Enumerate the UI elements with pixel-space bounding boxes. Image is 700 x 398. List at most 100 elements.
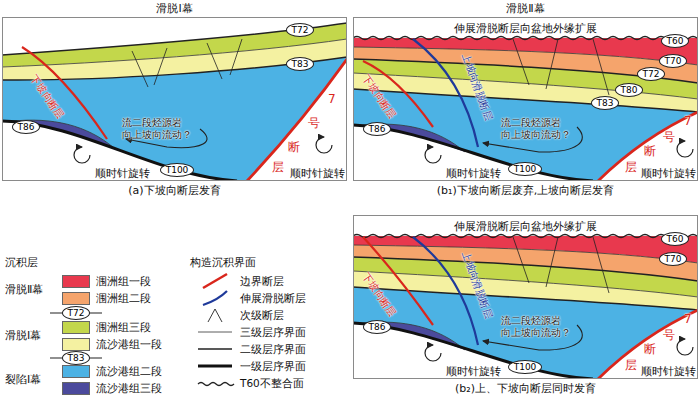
annotation: 号 (308, 116, 320, 130)
annotation: 断 (288, 140, 300, 154)
annotation: 顺时针旋转 (446, 167, 501, 180)
horizon-name: T72 (68, 308, 85, 318)
art-shape (208, 309, 222, 322)
horizon-tag: T60 (661, 34, 690, 48)
annotation: 7 (684, 312, 692, 326)
annotation: 7 (684, 114, 692, 128)
art-shape (198, 365, 232, 368)
horizon-tag: T86 (12, 120, 41, 134)
horizon-tag: T80 (615, 83, 644, 97)
legend-text: 涠洲组一段 (96, 275, 151, 288)
horizon-name: T60 (667, 234, 684, 244)
annotation: 顺时针旋转 (290, 167, 345, 180)
horizon-tag: T72 (637, 67, 666, 81)
annotation: 层 (272, 160, 284, 174)
legend-text: 涠洲组二段 (96, 292, 151, 305)
horizon-tag: T86 (363, 320, 392, 334)
panel-title: 滑脱Ⅰ幕 (3, 2, 346, 15)
horizon-tag: T60 (661, 232, 690, 246)
legend-swatch (62, 365, 90, 378)
horizon-name: T86 (369, 322, 386, 332)
section-b2 (353, 235, 698, 380)
art-shape (203, 291, 227, 305)
panel-caption: (b₁)下坡向断层废弃,上坡向断层发育 (354, 184, 697, 197)
legend-text: 一级层序界面 (240, 360, 306, 373)
legend-symbols (50, 274, 234, 386)
annotation: 7 (328, 92, 336, 106)
horizon-tag: T100 (160, 163, 195, 177)
section-a (2, 23, 347, 181)
annotation: 构造沉积界面 (190, 256, 256, 269)
horizon-name: T70 (665, 56, 682, 66)
panel-title: 滑脱Ⅱ幕 (354, 2, 697, 15)
legend-swatch (62, 321, 90, 334)
art-shape (198, 383, 234, 386)
art-shape (203, 274, 227, 288)
art-shape (247, 59, 347, 181)
art-shape (2, 23, 347, 55)
art-shape (198, 332, 232, 333)
legend-swatch (62, 292, 90, 305)
annotation: 滑脱Ⅰ幕 (5, 329, 41, 342)
annotation: 伸展滑脱断层向盆地外缘扩展 (454, 220, 597, 233)
annotation: 层 (625, 358, 637, 372)
annotation: 号 (663, 130, 675, 144)
horizon-name: T86 (369, 124, 386, 134)
legend-text: 边界断层 (240, 275, 284, 288)
legend-swatch (62, 275, 90, 288)
annotation: 流二段烃源岩 向上坡向流动？ (501, 315, 573, 339)
horizon-name: T100 (514, 362, 537, 372)
annotation: 断 (644, 144, 656, 158)
annotation: 层 (625, 160, 637, 174)
legend-text: 流沙港组一段 (96, 338, 162, 351)
horizon-name: T80 (621, 85, 638, 95)
horizon-name: T100 (514, 164, 537, 174)
legend-text: 伸展滑脱断层 (240, 292, 306, 305)
annotation: 流二段烃源岩 向上坡向流动？ (122, 117, 194, 141)
horizon-name: T60 (667, 36, 684, 46)
art-shape (2, 57, 347, 181)
annotation: 断 (644, 342, 656, 356)
annotation: 滑脱Ⅱ幕 (5, 283, 43, 296)
art-shape (316, 137, 332, 153)
art-shape (74, 147, 90, 163)
legend-text: 次级断层 (240, 309, 284, 322)
annotation: 顺时针旋转 (446, 365, 501, 378)
horizon-name: T72 (643, 69, 660, 79)
panel-caption: (b₂)上、下坡向断层同时发育 (354, 382, 697, 395)
horizon-tag: T70 (659, 252, 688, 266)
horizon-tag: T72 (286, 23, 315, 37)
horizon-tag: T70 (659, 54, 688, 68)
horizon-tag: T86 (363, 122, 392, 136)
horizon-tag: T83 (62, 351, 91, 365)
art-shape (2, 57, 347, 80)
legend-text: 涠洲组三段 (96, 321, 151, 334)
legend-swatch (62, 382, 90, 395)
legend-text: 流沙港组二段 (96, 365, 162, 378)
annotation: 顺时针旋转 (641, 167, 696, 180)
horizon-tag: T83 (591, 96, 620, 110)
art-shape (353, 235, 698, 380)
legend-text: 流沙港组三段 (96, 382, 162, 395)
horizon-name: T83 (68, 353, 85, 363)
annotation: 伸展滑脱断层向盆地外缘扩展 (454, 22, 597, 35)
horizon-tag: T100 (508, 162, 543, 176)
legend-text: T60不整合面 (240, 377, 304, 390)
horizon-name: T100 (166, 165, 189, 175)
horizon-name: T72 (292, 25, 309, 35)
legend-text: 二级层序界面 (240, 343, 306, 356)
horizon-name: T83 (597, 98, 614, 108)
annotation: 裂陷Ⅰ幕 (5, 373, 41, 386)
horizon-tag: T72 (62, 306, 91, 320)
annotation: 号 (663, 328, 675, 342)
annotation: 顺时针旋转 (641, 365, 696, 378)
horizon-name: T83 (292, 59, 309, 69)
legend-text: 三级层序界面 (240, 326, 306, 339)
horizon-name: T86 (18, 122, 35, 132)
horizon-tag: T100 (508, 360, 543, 374)
horizon-name: T70 (665, 254, 682, 264)
annotation: 顺时针旋转 (95, 167, 150, 180)
legend-swatch (62, 338, 90, 351)
art-shape (132, 39, 242, 87)
art-shape (198, 348, 232, 350)
